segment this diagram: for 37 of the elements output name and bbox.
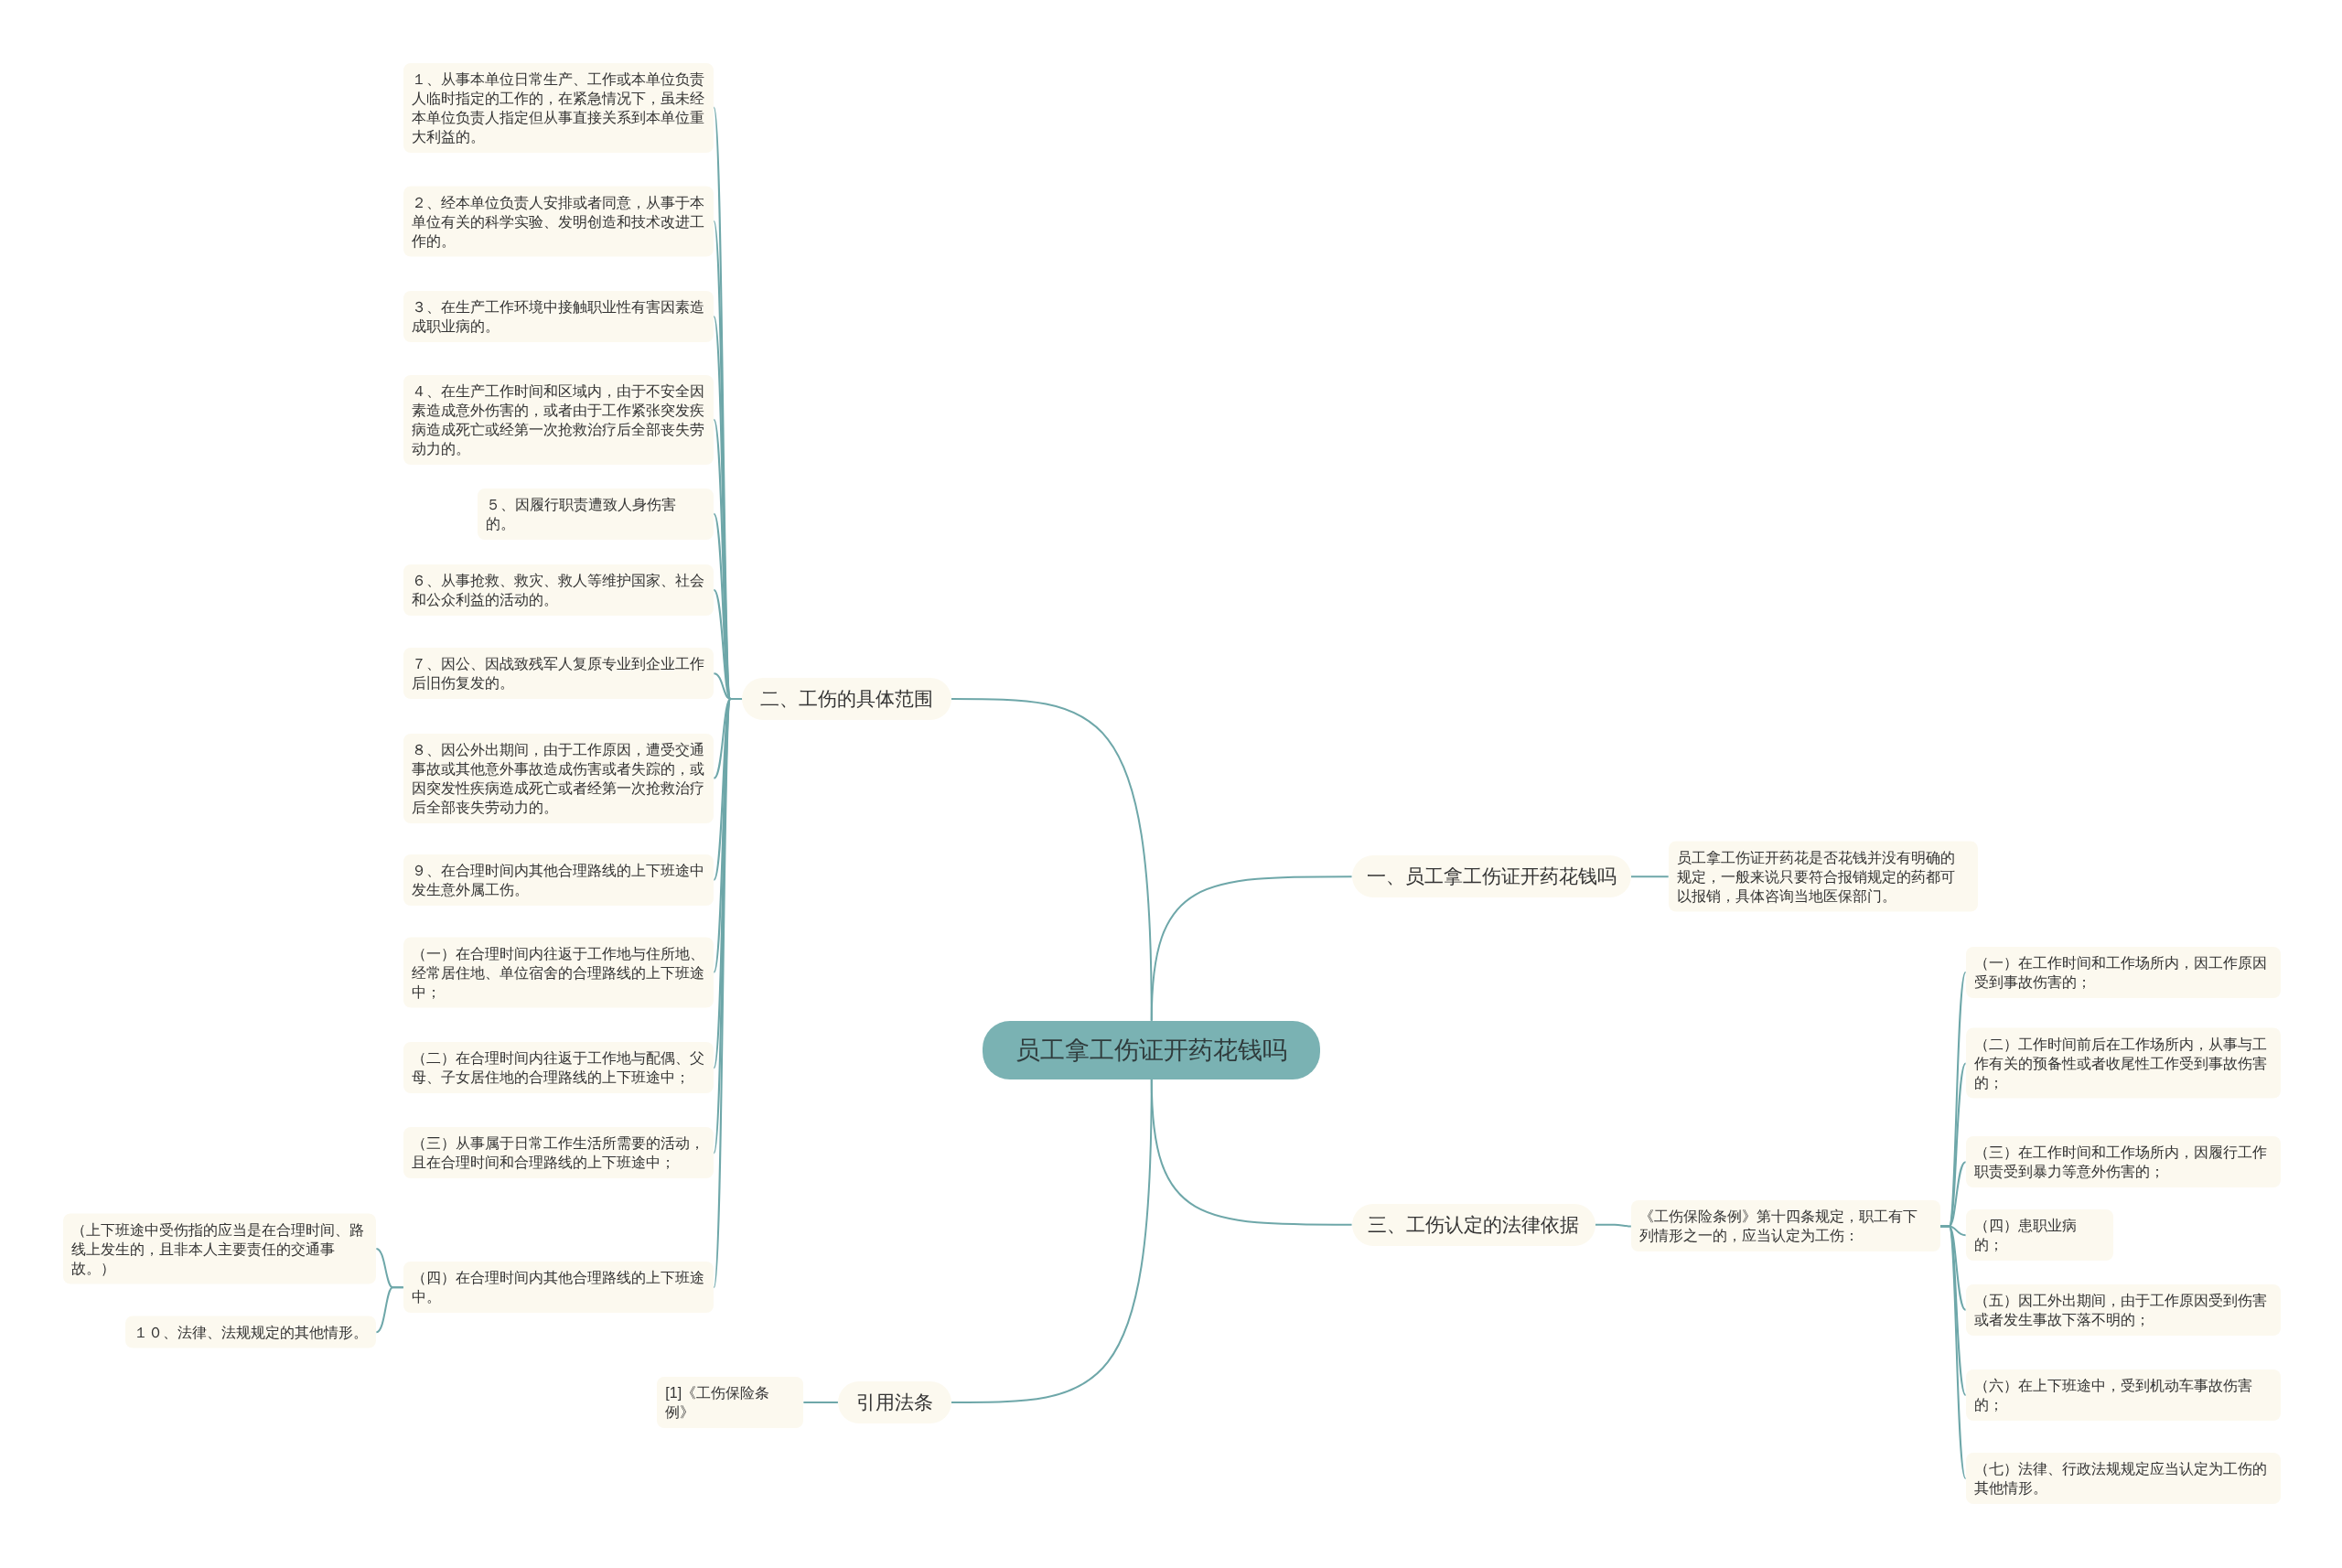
- note-box: （二）在合理时间内往返于工作地与配偶、父母、子女居住地的合理路线的上下班途中；: [403, 1042, 714, 1094]
- note-box: （七）法律、行政法规规定应当认定为工伤的其他情形。: [1965, 1453, 2282, 1505]
- note-box: ５、因履行职责遭致人身伤害的。: [478, 488, 714, 540]
- note-box: ４、在生产工作时间和区域内，由于不安全因素造成意外伤害的，或者由于工作紧张突发疾病造成死亡或经第一次抢救治疗后全部丧失劳动力的。: [403, 374, 714, 465]
- connector: [1939, 1225, 1967, 1480]
- note-box: ２、经本单位负责人安排或者同意，从事于本单位有关的科学实验、发明创造和技术改进工作的。: [403, 186, 714, 257]
- branch-topic: 三、工伤认定的法律依据: [1351, 1203, 1595, 1246]
- connector: [1150, 875, 1353, 1022]
- note-box: （二）工作时间前后在工作场所内，从事与工作有关的预备性或者收尾性工作受到事故伤害的；: [1965, 1027, 2282, 1099]
- note-box: ３、在生产工作环境中接触职业性有害因素造成职业病的。: [403, 291, 714, 343]
- note-box: ９、在合理时间内其他合理路线的上下班途中发生意外属工伤。: [403, 854, 714, 906]
- branch-topic: 引用法条: [837, 1381, 951, 1424]
- note-box: （六）在上下班途中，受到机动车事故伤害的；: [1965, 1369, 2282, 1421]
- connector: [802, 1402, 839, 1404]
- note-box: [1]《工伤保险条例》: [657, 1377, 804, 1429]
- connector: [1594, 1223, 1632, 1228]
- note-box: （上下班途中受伤指的应当是在合理时间、路线上发生的，且非本人主要责任的交通事故。）: [62, 1213, 377, 1284]
- note-box: ６、从事抢救、救灾、救人等维护国家、社会和公众利益的活动的。: [403, 564, 714, 616]
- branch-topic: 二、工伤的具体范围: [742, 678, 951, 721]
- note-box: （四）患职业病的；: [1965, 1209, 2114, 1262]
- note-box: 《工伤保险条例》第十四条规定，职工有下列情形之一的，应当认定为工伤：: [1630, 1200, 1940, 1252]
- connector: [1629, 875, 1670, 878]
- connector: [1150, 1078, 1353, 1226]
- connector: [375, 1286, 404, 1334]
- note-box: 员工拿工伤证开药花是否花钱并没有明确的规定，一般来说只要符合报销规定的药都可以报销，具体咨询当地医保部门。: [1668, 841, 1978, 912]
- note-box: （五）因工外出期间，由于工作原因受到伤害或者发生事故下落不明的；: [1965, 1283, 2282, 1336]
- note-box: １、从事本单位日常生产、工作或本单位负责人临时指定的工作的，在紧急情况下，虽未经本单位负责人指定但从事直接关系到本单位重大利益的。: [403, 62, 714, 153]
- note-box: （三）从事属于日常工作生活所需要的活动，且在合理时间和合理路线的上下班途中；: [403, 1127, 714, 1179]
- note-box: １０、法律、法规规定的其他情形。: [125, 1316, 377, 1348]
- note-box: ７、因公、因战致残军人复原专业到企业工作后旧伤复发的。: [403, 648, 714, 700]
- note-box: ８、因公外出期间，由于工作原因，遭受交通事故或其他意外事故造成伤害或者失踪的，或因突发性疾病造成死亡或者经第一次抢救治疗后全部丧失劳动力的。: [403, 733, 714, 823]
- note-box: （四）在合理时间内其他合理路线的上下班途中。: [403, 1262, 714, 1314]
- note-box: （三）在工作时间和工作场所内，因履行工作职责受到暴力等意外伤害的；: [1965, 1136, 2282, 1188]
- note-box: （一）在合理时间内往返于工作地与住所地、经常居住地、单位宿舍的合理路线的上下班途中；: [403, 937, 714, 1008]
- central-topic: 员工拿工伤证开药花钱吗: [983, 1020, 1321, 1079]
- branch-topic: 一、员工拿工伤证开药花钱吗: [1351, 855, 1631, 898]
- note-box: （一）在工作时间和工作场所内，因工作原因受到事故伤害的；: [1965, 946, 2282, 998]
